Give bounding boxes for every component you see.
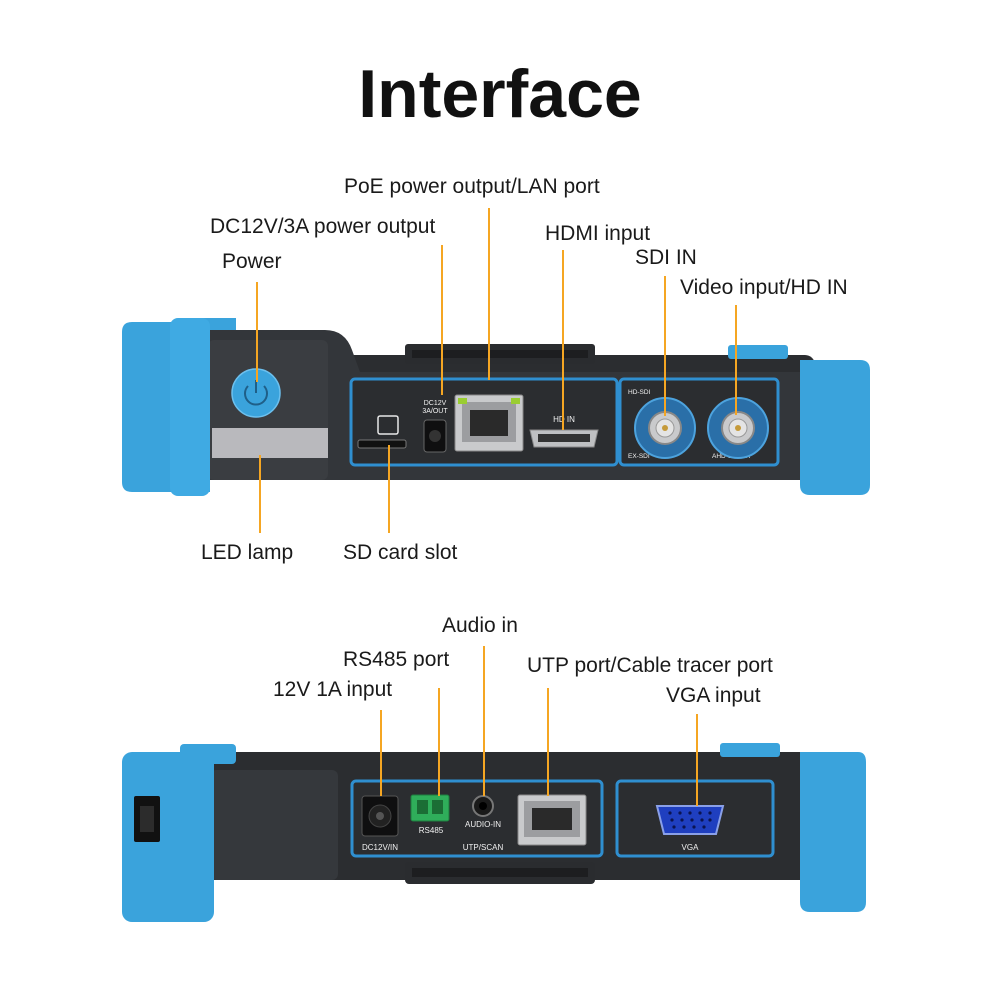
hdmi-label: HDMI input [545, 222, 651, 245]
utp-leader [547, 688, 549, 796]
dc-output-leader [441, 245, 443, 395]
poe-leader [488, 208, 490, 380]
dc-input-label: 12V 1A input [273, 678, 393, 701]
vga-leader [696, 714, 698, 806]
power-leader [256, 282, 258, 382]
video-input-label: Video input/HD IN [680, 276, 848, 299]
utp-label: UTP port/Cable tracer port [527, 654, 773, 677]
sd-label: SD card slot [343, 541, 458, 564]
rs485-label: RS485 port [343, 648, 450, 671]
led-label: LED lamp [201, 541, 294, 564]
led-lamp [212, 428, 328, 458]
dc-input-leader [380, 710, 382, 796]
video-leader [735, 305, 737, 415]
power-label: Power [222, 250, 282, 273]
audio-leader [483, 646, 485, 796]
sdi-leader [664, 276, 666, 416]
poe-lan-label: PoE power output/LAN port [344, 175, 600, 198]
audio-in-label: Audio in [442, 614, 518, 637]
page-title: Interface [358, 56, 642, 132]
sd-leader [388, 445, 390, 533]
hdmi-text: HD IN [553, 415, 575, 424]
rs485-leader [438, 688, 440, 796]
sdi-label: SDI IN [635, 246, 697, 269]
top-right-bumper [800, 360, 870, 495]
dc-out-text-a: DC12V [424, 400, 447, 407]
led-leader [259, 455, 261, 533]
dc-output-label: DC12V/3A power output [210, 215, 436, 238]
hdmi-leader [562, 250, 564, 430]
vga-label: VGA input [666, 684, 761, 707]
dc-out-text-b: 3A/OUT [422, 408, 448, 415]
ex-sdi-text: EX-SDI [628, 453, 650, 460]
hd-sdi-text: HD-SDI [628, 389, 651, 396]
sd-card-slot [377, 415, 399, 435]
